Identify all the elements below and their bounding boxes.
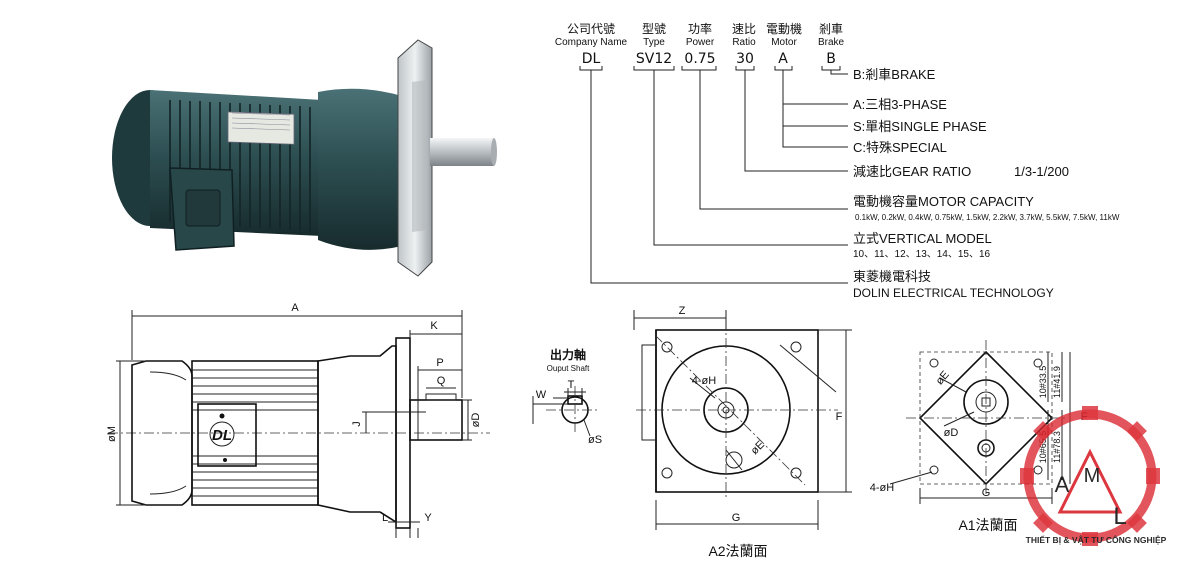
watermark-letter-m: M (1084, 465, 1101, 487)
gear-ratio-range: 1/3-1/200 (1014, 164, 1069, 179)
dim-y-label: Y (424, 512, 432, 524)
dim-d-label: øD (470, 413, 482, 428)
code-header-brake: 剎車 Brake B (818, 22, 845, 67)
motor-option-special: C:特殊SPECIAL (853, 140, 947, 155)
header-company-en: Company Name (555, 37, 628, 48)
header-brake-cn: 剎車 (819, 22, 843, 36)
shaft-w-label: W (536, 389, 547, 401)
a1-value-1: 10#33.5 (1038, 366, 1048, 399)
a1-value-4: 11#78.3 (1052, 431, 1062, 463)
a2-dimensions (633, 310, 852, 530)
a2-caption: A2法蘭面 (708, 543, 767, 559)
motor-option-3phase: A:三相3-PHASE (853, 97, 947, 112)
a1-d-label: øD (944, 427, 959, 439)
header-company-cn: 公司代號 (567, 22, 615, 36)
shaft-s-label: øS (588, 434, 602, 446)
shaft-title-cn: 出力軸 (550, 347, 586, 362)
motor-option-single: S:單相SINGLE PHASE (853, 119, 987, 134)
dim-p-label: P (436, 357, 443, 369)
dim-j-label: J (351, 421, 363, 427)
code-value-type: SV12 (636, 51, 672, 67)
header-type-en: Type (643, 37, 665, 48)
code-value-ratio: 30 (736, 51, 754, 67)
motor-capacity-label: 電動機容量MOTOR CAPACITY (853, 194, 1034, 209)
side-view-dimensions (116, 310, 472, 538)
a1-g-label: G (982, 487, 991, 499)
a1-value-3: 10#65.5 (1038, 431, 1048, 464)
code-value-power: 0.75 (684, 51, 715, 67)
code-value-company: DL (582, 51, 601, 67)
code-header-company: 公司代號 Company Name DL (555, 22, 628, 67)
company-label-en: DOLIN ELECTRICAL TECHNOLOGY (853, 286, 1054, 300)
brake-label: B:剎車BRAKE (853, 67, 936, 82)
dim-m-label: øM (106, 426, 118, 442)
code-value-brake: B (826, 51, 836, 67)
vertical-model-values: 10、11、12、13、14、15、16 (853, 249, 991, 260)
code-header-ratio: 速比 Ratio 30 (732, 22, 756, 67)
code-header-motor: 電動機 Motor A (766, 21, 802, 67)
code-header-power: 功率 Power 0.75 (684, 21, 715, 67)
header-power-cn: 功率 (688, 21, 712, 36)
aml-watermark-logo: A M L THIẾT BỊ & VẬT TƯ CÔNG NGHIỆP (1020, 406, 1167, 546)
company-label-cn: 東菱機電科技 (853, 269, 931, 284)
shaft-t-label: T (568, 379, 575, 391)
model-code-breakdown: 公司代號 Company Name DL 型號 Type SV12 功率 Pow… (555, 21, 1120, 300)
code-header-type: 型號 Type SV12 (636, 22, 672, 67)
header-ratio-en: Ratio (732, 37, 756, 48)
side-view-drawing: DL (106, 302, 490, 538)
dim-q-label: Q (437, 375, 446, 387)
a1-caption: A1法蘭面 (958, 517, 1017, 533)
code-leader-lines (590, 70, 848, 284)
a1-h-label: 4-øH (870, 482, 895, 494)
dim-a-label: A (291, 302, 299, 314)
a2-h-label: 4-øH (692, 375, 717, 387)
header-ratio-cn: 速比 (732, 22, 756, 36)
header-brake-en: Brake (818, 37, 845, 48)
watermark-letter-a: A (1055, 472, 1070, 497)
watermark-tagline: THIẾT BỊ & VẬT TƯ CÔNG NGHIỆP (1026, 534, 1167, 545)
a1-flange-view: øE øD 4-øH G F 10#33.5 11#41.9 10#65.5 1… (870, 340, 1088, 533)
vertical-model-label: 立式VERTICAL MODEL (853, 231, 992, 246)
header-power-en: Power (686, 37, 715, 48)
motor-capacity-values: 0.1kW, 0.2kW, 0.4kW, 0.75kW, 1.5kW, 2.2k… (855, 213, 1120, 222)
dim-l-label: L (382, 512, 388, 524)
gear-ratio-label: 減速比GEAR RATIO (853, 164, 971, 179)
header-motor-en: Motor (771, 37, 797, 48)
a2-g-label: G (732, 512, 741, 524)
motor-photo (112, 39, 497, 277)
code-value-motor: A (778, 51, 788, 67)
dim-k-label: K (430, 320, 438, 332)
a2-flange-view: Z 4-øH øE F G A2法蘭面 (633, 305, 852, 559)
shaft-title-en: Ouput Shaft (547, 364, 590, 373)
a1-value-2: 11#41.9 (1052, 366, 1062, 398)
a2-z-label: Z (679, 305, 686, 317)
a1-e-label: øE (934, 369, 952, 387)
a2-e-label: øE (749, 439, 767, 457)
header-motor-cn: 電動機 (766, 21, 802, 36)
output-shaft-detail: 出力軸 Ouput Shaft W T øS (532, 347, 602, 446)
header-type-cn: 型號 (642, 22, 666, 36)
a2-f-label: F (836, 411, 843, 423)
dl-logo-text: DL (212, 427, 232, 444)
watermark-letter-l: L (1113, 503, 1126, 530)
